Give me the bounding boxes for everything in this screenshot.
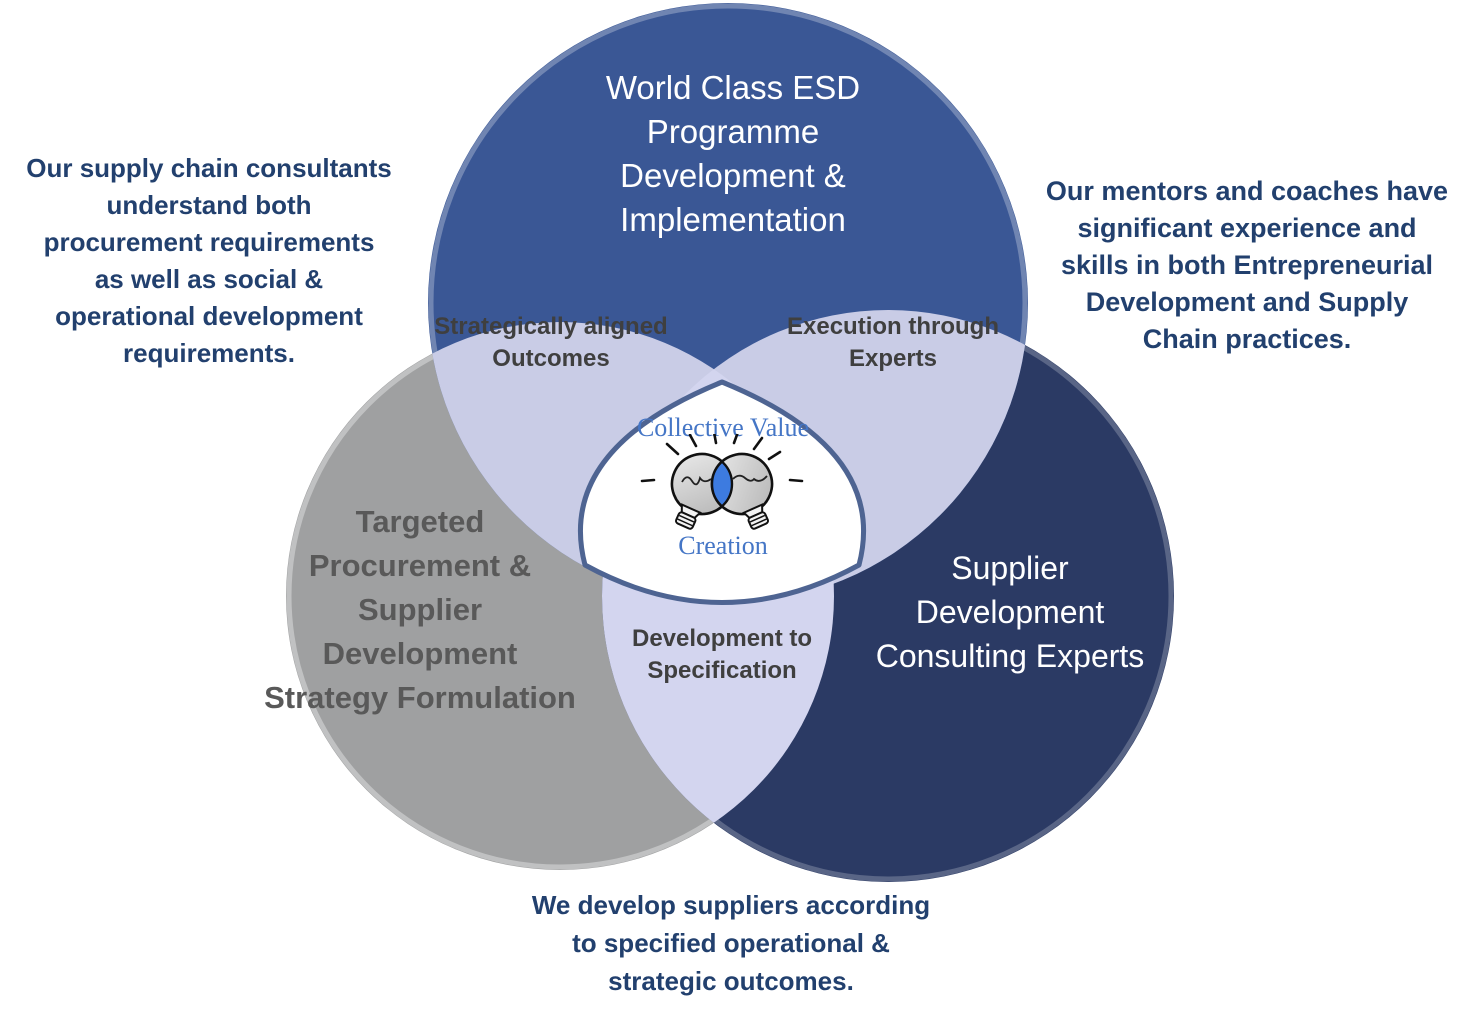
overlap-top-left-label: Strategically aligned Outcomes (434, 313, 668, 372)
right-annotation-text: Our mentors and coaches have significant… (1045, 176, 1449, 354)
bulb-rays-icon (640, 434, 804, 483)
center-label-creation: Creation (678, 531, 768, 560)
bottom-annotation-text: We develop suppliers according to specif… (531, 890, 931, 996)
top-circle-label: World Class ESD Programme Development & … (605, 69, 861, 238)
bulb-overlap-lens-border-icon (712, 454, 734, 514)
right-bulb-scribble-icon (732, 474, 768, 482)
overlapping-lightbulbs-icon (640, 434, 804, 530)
left-bulb-scribble-icon (681, 475, 712, 486)
overlap-bottom-label: Development to Specification (631, 625, 813, 684)
overlap-top-right-label: Execution through Experts (787, 313, 999, 372)
right-circle-label: Supplier Development Consulting Experts (875, 550, 1145, 674)
left-annotation-text: Our supply chain consultants understand … (26, 153, 392, 368)
left-circle-label: Targeted Procurement & Supplier Developm… (264, 504, 576, 715)
